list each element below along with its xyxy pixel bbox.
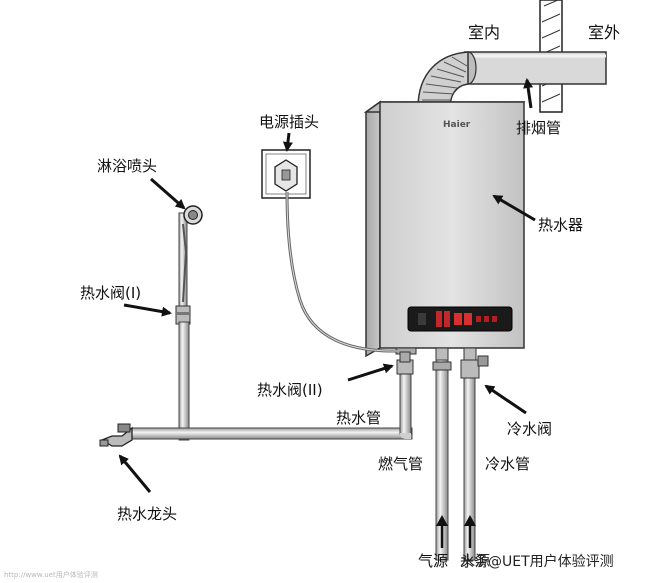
leader-arrows — [118, 78, 536, 493]
label-cold-pipe: 冷水管 — [485, 455, 531, 473]
label-shower-head: 淋浴喷头 — [97, 157, 158, 175]
label-outdoor: 室外 — [588, 23, 621, 42]
label-water-source: 水源 — [460, 552, 491, 570]
label-indoor: 室内 — [468, 23, 501, 42]
power-socket — [261, 149, 311, 199]
label-cold-valve: 冷水阀 — [507, 420, 553, 438]
label-hot-valve-1: 热水阀(I) — [80, 284, 142, 302]
label-power-plug: 电源插头 — [259, 113, 320, 131]
label-hot-pipe: 热水管 — [336, 409, 382, 427]
watermark: 头条@UET用户体验评测 — [460, 554, 614, 570]
water-heater: Haier — [363, 100, 526, 361]
label-gas-pipe: 燃气管 — [378, 455, 424, 473]
label-exhaust-pipe: 排烟管 — [516, 119, 562, 137]
label-gas-source: 气源 — [418, 552, 449, 570]
watermark-left: http://www.uet用户体验评测 — [4, 571, 98, 579]
heater-brand-logo: Haier — [443, 120, 471, 130]
label-hot-faucet: 热水龙头 — [117, 505, 178, 523]
label-hot-valve-2: 热水阀(II) — [257, 381, 323, 399]
label-heater: 热水器 — [538, 216, 584, 234]
shower-assembly — [175, 205, 203, 325]
source-arrows — [436, 515, 476, 548]
cold-water-pipe — [460, 355, 489, 561]
hot-faucet — [99, 423, 133, 447]
gas-pipe — [432, 359, 452, 561]
